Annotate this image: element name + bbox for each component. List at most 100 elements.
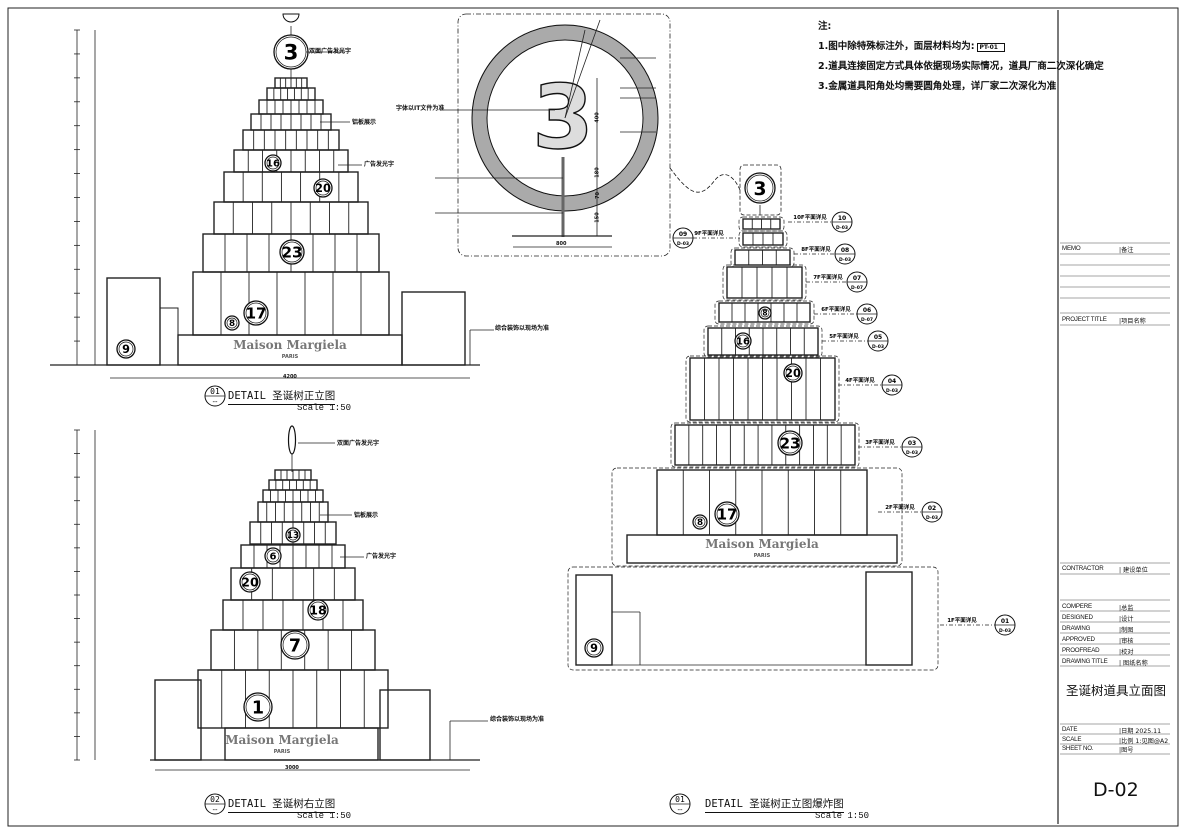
reference-sheet: D-03 — [999, 628, 1011, 634]
front-badge-16: 16 — [266, 159, 280, 170]
exploded-frame — [738, 230, 788, 248]
title-block-label: APPROVED — [1062, 636, 1095, 643]
reference-label: 1F平面详见 — [947, 616, 977, 624]
date-label: DATE — [1062, 726, 1078, 733]
reference-label: 4F平面详见 — [845, 376, 875, 384]
front-badge-16-inner — [266, 156, 280, 170]
reference-label: 10F平面详见 — [793, 213, 827, 221]
leader — [564, 29, 586, 119]
detail-ring-inner — [486, 39, 644, 197]
exploded-tier — [726, 266, 803, 299]
exploded-badge-9-inner — [586, 640, 602, 656]
front-badge-23: 23 — [282, 243, 303, 261]
reference-label: 2F平面详见 — [885, 503, 915, 511]
exploded-badge-20-inner — [785, 365, 801, 381]
view-title-3: DETAIL 圣诞树正立图爆炸图 — [705, 796, 844, 813]
note-1-text: 1.图中除特殊标注外，面层材料均为: — [818, 41, 975, 52]
exploded-badge-9: 9 — [590, 642, 598, 655]
dim-front-width: 4200 — [283, 374, 297, 380]
project-title-label: PROJECT TITLE — [1062, 316, 1107, 323]
sheet-number: D-02 — [1093, 779, 1139, 801]
callout-font: 字体以IT文件为准 — [396, 105, 445, 112]
detail-ring-outer — [471, 24, 659, 212]
detail-frame — [457, 13, 671, 257]
detail-ring-fill — [471, 24, 659, 212]
side-tier — [222, 599, 364, 631]
material-tag: PT-01 — [976, 43, 1005, 52]
dim-detail-h4: 150 — [594, 212, 601, 223]
exploded-badge-20: 20 — [785, 367, 801, 380]
front-badge-20: 20 — [315, 182, 331, 195]
exploded-frame — [703, 325, 823, 358]
title-block-value: |校对 — [1119, 649, 1134, 656]
exploded-badge-20-ring — [783, 363, 803, 383]
side-badge-7-ring — [280, 630, 310, 660]
view-scale-3: Scale 1:50 — [815, 811, 870, 821]
view-number: 01 — [210, 387, 220, 396]
scale-value: |比例 1:见图@A2 — [1119, 738, 1169, 745]
dim-detail-h3: 70 — [594, 192, 601, 199]
side-badge-13-inner — [287, 529, 299, 541]
side-badge-6-inner — [266, 549, 280, 563]
drawing-title: 圣诞树道具立面图 — [1066, 683, 1167, 698]
exploded-badge-17-ring — [714, 501, 740, 527]
exploded-frame — [722, 264, 807, 301]
exploded-badge-16: 16 — [736, 337, 750, 348]
front-badge-17: 17 — [246, 304, 267, 322]
side-badge-18-inner — [309, 601, 327, 619]
front-tier — [223, 171, 359, 203]
exploded-left-cabinet — [575, 574, 613, 666]
reference-label: 6F平面详见 — [821, 305, 851, 313]
front-left-panel — [159, 307, 179, 366]
side-badge-6: 6 — [270, 552, 277, 563]
front-badge-8: 8 — [229, 319, 235, 329]
reference-number: 04 — [888, 378, 896, 385]
front-badge-9-inner — [118, 341, 134, 357]
reference-number: 03 — [908, 440, 916, 447]
reference-label: 3F平面详见 — [865, 438, 895, 446]
exploded-badge-17-inner — [716, 503, 738, 525]
front-badge-17-inner — [245, 302, 267, 324]
notes-heading: 注: — [818, 21, 832, 32]
callout-sign-side: 广告发光字 — [366, 553, 397, 560]
side-sign — [287, 425, 297, 455]
brand-city: PARIS — [282, 354, 299, 360]
view-sub: -- — [677, 806, 683, 814]
front-badge-23-ring — [279, 239, 305, 265]
reference-label: 9F平面详见 — [694, 229, 724, 237]
leader — [564, 19, 601, 119]
side-badge-20: 20 — [241, 575, 259, 590]
brand-name: Maison Margiela — [705, 537, 819, 551]
reference-number: 06 — [863, 307, 871, 314]
brand-name: Maison Margiela — [233, 338, 347, 352]
reference-label: 5F平面详见 — [829, 332, 859, 340]
reference-sheet: D-03 — [906, 450, 918, 456]
memo-label: MEMO — [1062, 245, 1081, 252]
exploded-badge-23-inner — [779, 432, 801, 454]
title-block-label: PROOFREAD — [1062, 647, 1100, 654]
side-badge-20-inner — [241, 573, 259, 591]
reference-label: 8F平面详见 — [801, 245, 831, 253]
title-block-label: DRAWING — [1062, 625, 1091, 632]
reference-number: 10 — [838, 215, 846, 222]
side-badge-18-ring — [307, 599, 329, 621]
reference-number: 07 — [853, 275, 861, 282]
callout-display-side: 铝板展示 — [354, 512, 379, 519]
brand-city: PARIS — [754, 553, 771, 559]
exploded-plinth — [626, 534, 898, 564]
callout-display: 铝板展示 — [352, 119, 377, 126]
exploded-badge-3-ring — [744, 172, 776, 204]
reference-sheet: D-03 — [872, 344, 884, 350]
callout-finish-side: 综合装饰以现场为准 — [490, 716, 545, 723]
front-badge-8-inner — [226, 317, 238, 329]
contractor-value: | 建设单位 — [1119, 567, 1148, 574]
dim-side-width: 3000 — [285, 765, 299, 771]
side-badge-7: 7 — [289, 636, 301, 656]
view-title-2: DETAIL 圣诞树右立图 — [228, 796, 336, 813]
exploded-frame — [714, 300, 815, 325]
exploded-frame — [685, 355, 840, 423]
front-badge-9: 9 — [122, 343, 130, 356]
view-sub: -- — [212, 806, 218, 814]
sheet-border — [7, 7, 1179, 827]
exploded-frame — [567, 566, 939, 671]
